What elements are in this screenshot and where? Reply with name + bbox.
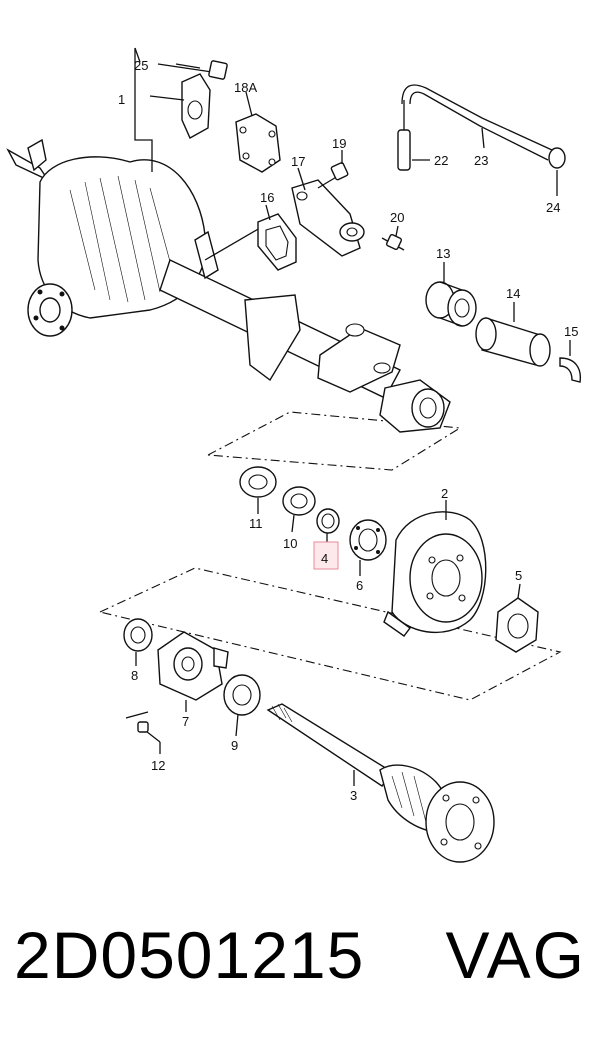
callout-7: 7 bbox=[182, 714, 189, 729]
callout-1: 1 bbox=[118, 92, 125, 107]
part-23-hose bbox=[401, 84, 553, 161]
callout-8: 8 bbox=[131, 668, 138, 683]
part-25-bolt bbox=[157, 60, 228, 80]
part-13-bearing bbox=[425, 262, 477, 327]
part-9-seal bbox=[223, 674, 261, 737]
exploded-parts-diagram: 1 25 18A 19 17 16 20 22 23 24 13 14 15 1… bbox=[6, 47, 582, 863]
callout-23: 23 bbox=[474, 153, 488, 168]
callout-5: 5 bbox=[515, 568, 522, 583]
callout-14: 14 bbox=[506, 286, 520, 301]
highlight-box-4 bbox=[313, 541, 339, 570]
callout-20: 20 bbox=[390, 210, 404, 225]
part-22-fitting bbox=[397, 100, 430, 171]
callout-22: 22 bbox=[434, 153, 448, 168]
part-2-brake-disc bbox=[383, 500, 487, 637]
callout-25: 25 bbox=[134, 58, 148, 73]
callout-6: 6 bbox=[356, 578, 363, 593]
callout-11: 11 bbox=[249, 516, 263, 531]
callout-15: 15 bbox=[564, 324, 578, 339]
callout-3: 3 bbox=[350, 788, 357, 803]
part-19-screw bbox=[317, 150, 349, 189]
dashed-frames bbox=[99, 411, 562, 701]
part-number: 2D0501215 bbox=[14, 918, 365, 992]
part-24-cap bbox=[548, 147, 566, 196]
callout-18a: 18A bbox=[234, 80, 257, 95]
footer: 2D0501215 VAG bbox=[0, 915, 600, 995]
callout-19: 19 bbox=[332, 136, 346, 151]
part-14-sleeve bbox=[475, 302, 551, 367]
part-16-gasket bbox=[257, 204, 297, 271]
part-10-seal bbox=[282, 486, 316, 533]
part-3-drive-shaft bbox=[266, 703, 495, 863]
part-15-clip bbox=[559, 340, 582, 383]
callout-9: 9 bbox=[231, 738, 238, 753]
callout-10: 10 bbox=[283, 536, 297, 551]
part-20-bleeder bbox=[381, 225, 405, 251]
brand-label: VAG bbox=[445, 918, 586, 992]
callout-4: 4 bbox=[321, 551, 328, 566]
callout-13: 13 bbox=[436, 246, 450, 261]
callout-2: 2 bbox=[441, 486, 448, 501]
callout-24: 24 bbox=[546, 200, 560, 215]
part-4-ring-highlighted bbox=[316, 508, 340, 542]
callout-17: 17 bbox=[291, 154, 305, 169]
part-11-shim bbox=[239, 466, 277, 514]
part-18a-gasket bbox=[235, 91, 281, 173]
part-6-bearing bbox=[349, 519, 387, 576]
callout-16: 16 bbox=[260, 190, 274, 205]
part-1-bracket bbox=[149, 73, 211, 139]
axle-housing bbox=[6, 138, 451, 433]
part-12-bolt bbox=[125, 711, 161, 754]
part-7-backing-plate bbox=[157, 631, 229, 712]
part-5-flange bbox=[495, 583, 539, 653]
part-8-seal bbox=[123, 618, 153, 666]
callout-12: 12 bbox=[151, 758, 165, 773]
part-17-mount-plate bbox=[291, 167, 365, 257]
